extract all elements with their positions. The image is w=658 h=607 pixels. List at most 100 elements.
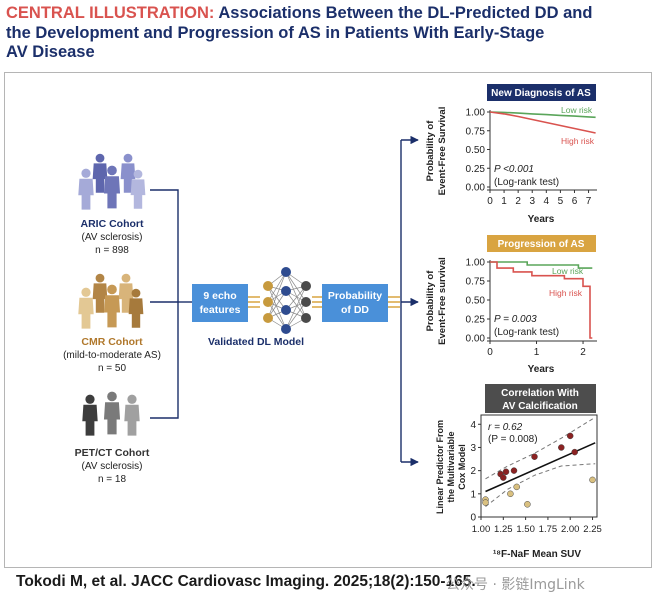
chart3-p: (P = 0.008): [488, 434, 538, 445]
y-tick-label: 4: [470, 420, 476, 431]
header-line1: Associations Between the DL-Predicted DD…: [214, 4, 593, 22]
aric-people-icon: [78, 153, 146, 210]
x-tick-label: 0: [487, 347, 493, 358]
cohort-bracket: [150, 189, 192, 419]
neural-network-icon: [263, 267, 311, 334]
y-tick-label: 1.00: [466, 258, 486, 269]
y-tick-label: 2: [470, 466, 476, 477]
chart1-xlabel: Years: [528, 214, 555, 225]
x-tick-label: 6: [572, 196, 578, 207]
x-tick-label: 1.25: [494, 524, 513, 535]
chart1-pvalue: P <0.001: [494, 164, 534, 175]
echo-features-line1: 9 echo: [203, 290, 236, 302]
cmr-cohort-subtitle: (mild-to-moderate AS): [63, 350, 161, 361]
illustration-frame: [4, 72, 652, 568]
x-tick-label: 2.00: [561, 524, 580, 535]
chart2-series-low-risk-line: [490, 261, 593, 269]
y-tick-label: 0.00: [466, 183, 486, 194]
pet-cohort-name: PET/CT Cohort: [75, 447, 150, 459]
model-label: Validated DL Model: [208, 336, 304, 348]
chart-new-diagnosis: New Diagnosis of AS Probability of Event…: [425, 84, 597, 225]
chart2-title: Progression of AS: [498, 239, 585, 250]
chart3-title-box: [485, 384, 596, 413]
y-tick-label: 0.50: [466, 296, 486, 307]
y-tick-label: 0.75: [466, 126, 486, 137]
chart2-legend-low: Low risk: [552, 266, 584, 276]
probability-dd-line1: Probability: [328, 290, 382, 302]
scatter-point: [502, 468, 510, 476]
chart2-title-box: [487, 235, 596, 252]
probability-dd-box: [322, 284, 388, 322]
x-tick-label: 1.50: [516, 524, 535, 535]
x-tick-label: 7: [586, 196, 592, 207]
pet-people-icon: [82, 391, 140, 436]
chart1-ylabel-line1: Probability of: [425, 120, 436, 182]
chart1-series-low-risk-line: [489, 111, 596, 119]
scatter-point: [566, 432, 574, 440]
x-tick-label: 2: [515, 196, 521, 207]
y-tick-label: 0: [470, 513, 476, 524]
x-tick-label: 2.25: [583, 524, 602, 535]
chart1-legend-high: High risk: [561, 136, 595, 146]
pet-cohort-subtitle: (AV sclerosis): [82, 461, 143, 472]
chart3-plot-frame: [480, 414, 598, 518]
chart1-legend-low: Low risk: [561, 105, 593, 115]
scatter-point: [589, 476, 596, 484]
scatter-point: [507, 490, 514, 498]
chart3-ylabel-line1: Linear Predictor From: [435, 420, 445, 514]
cmr-cohort-n: n = 50: [98, 363, 127, 374]
y-tick-label: 1: [470, 489, 476, 500]
chart3-ci-upper: [485, 416, 596, 480]
y-tick-label: 3: [470, 443, 476, 454]
features-to-model-arrows: [248, 296, 260, 308]
chart3-ylabel-line2: the Multivariable: [446, 431, 456, 502]
header-line3: AV Disease: [6, 43, 95, 61]
y-tick-label: 0.25: [466, 164, 486, 175]
scatter-point: [500, 474, 507, 481]
x-tick-label: 1: [534, 347, 540, 358]
x-tick-label: 1.75: [539, 524, 558, 535]
chart1-title-box: [487, 84, 596, 101]
cmr-cohort-name: CMR Cohort: [81, 336, 143, 348]
citation: Tokodi M, et al. JACC Cardiovasc Imaging…: [16, 573, 476, 590]
chart3-series: [482, 416, 596, 508]
probability-dd-line2: of DD: [341, 304, 369, 316]
header-line2: the Development and Progression of AS in…: [6, 23, 545, 42]
scatter-point: [558, 444, 565, 451]
x-tick-label: 1.00: [472, 524, 491, 535]
x-tick-label: 3: [529, 196, 535, 207]
output-bracket: [400, 135, 419, 467]
x-tick-label: 2: [580, 347, 586, 358]
chart1-series: [489, 111, 596, 134]
echo-features-line2: features: [200, 304, 241, 316]
scatter-point: [510, 467, 518, 474]
x-tick-label: 4: [544, 196, 550, 207]
chart-correlation: Correlation With AV Calcification Linear…: [435, 384, 602, 560]
chart3-fit-line: [485, 442, 596, 493]
aric-cohort-n: n = 898: [95, 245, 129, 256]
chart1-title: New Diagnosis of AS: [491, 88, 591, 99]
chart3-r: r = 0.62: [488, 422, 523, 433]
y-tick-label: 0.50: [466, 145, 486, 156]
scatter-point: [513, 483, 520, 491]
chart2-series: [490, 261, 593, 339]
chart3-ylabel-line3: Cox Model: [457, 444, 467, 490]
chart2-xlabel: Years: [528, 364, 555, 375]
chart-progression: Progression of AS Probability of Event-F…: [425, 235, 597, 375]
aric-cohort-subtitle: (AV sclerosis): [82, 232, 143, 243]
y-tick-label: 0.00: [466, 334, 486, 345]
y-tick-label: 0.75: [466, 277, 486, 288]
model-to-output-arrows: [312, 296, 322, 308]
chart2-legend-high: High risk: [549, 288, 583, 298]
watermark: 公众号 · 影链ImgLink: [446, 577, 585, 593]
x-tick-label: 5: [558, 196, 564, 207]
chart3-title-line2: AV Calcification: [502, 401, 577, 412]
chart2-test: (Log-rank test): [494, 327, 559, 338]
chart3-ci-lower: [485, 463, 596, 507]
scatter-point: [571, 448, 578, 456]
y-tick-label: 1.00: [466, 108, 486, 119]
chart1-test: (Log-rank test): [494, 177, 559, 188]
